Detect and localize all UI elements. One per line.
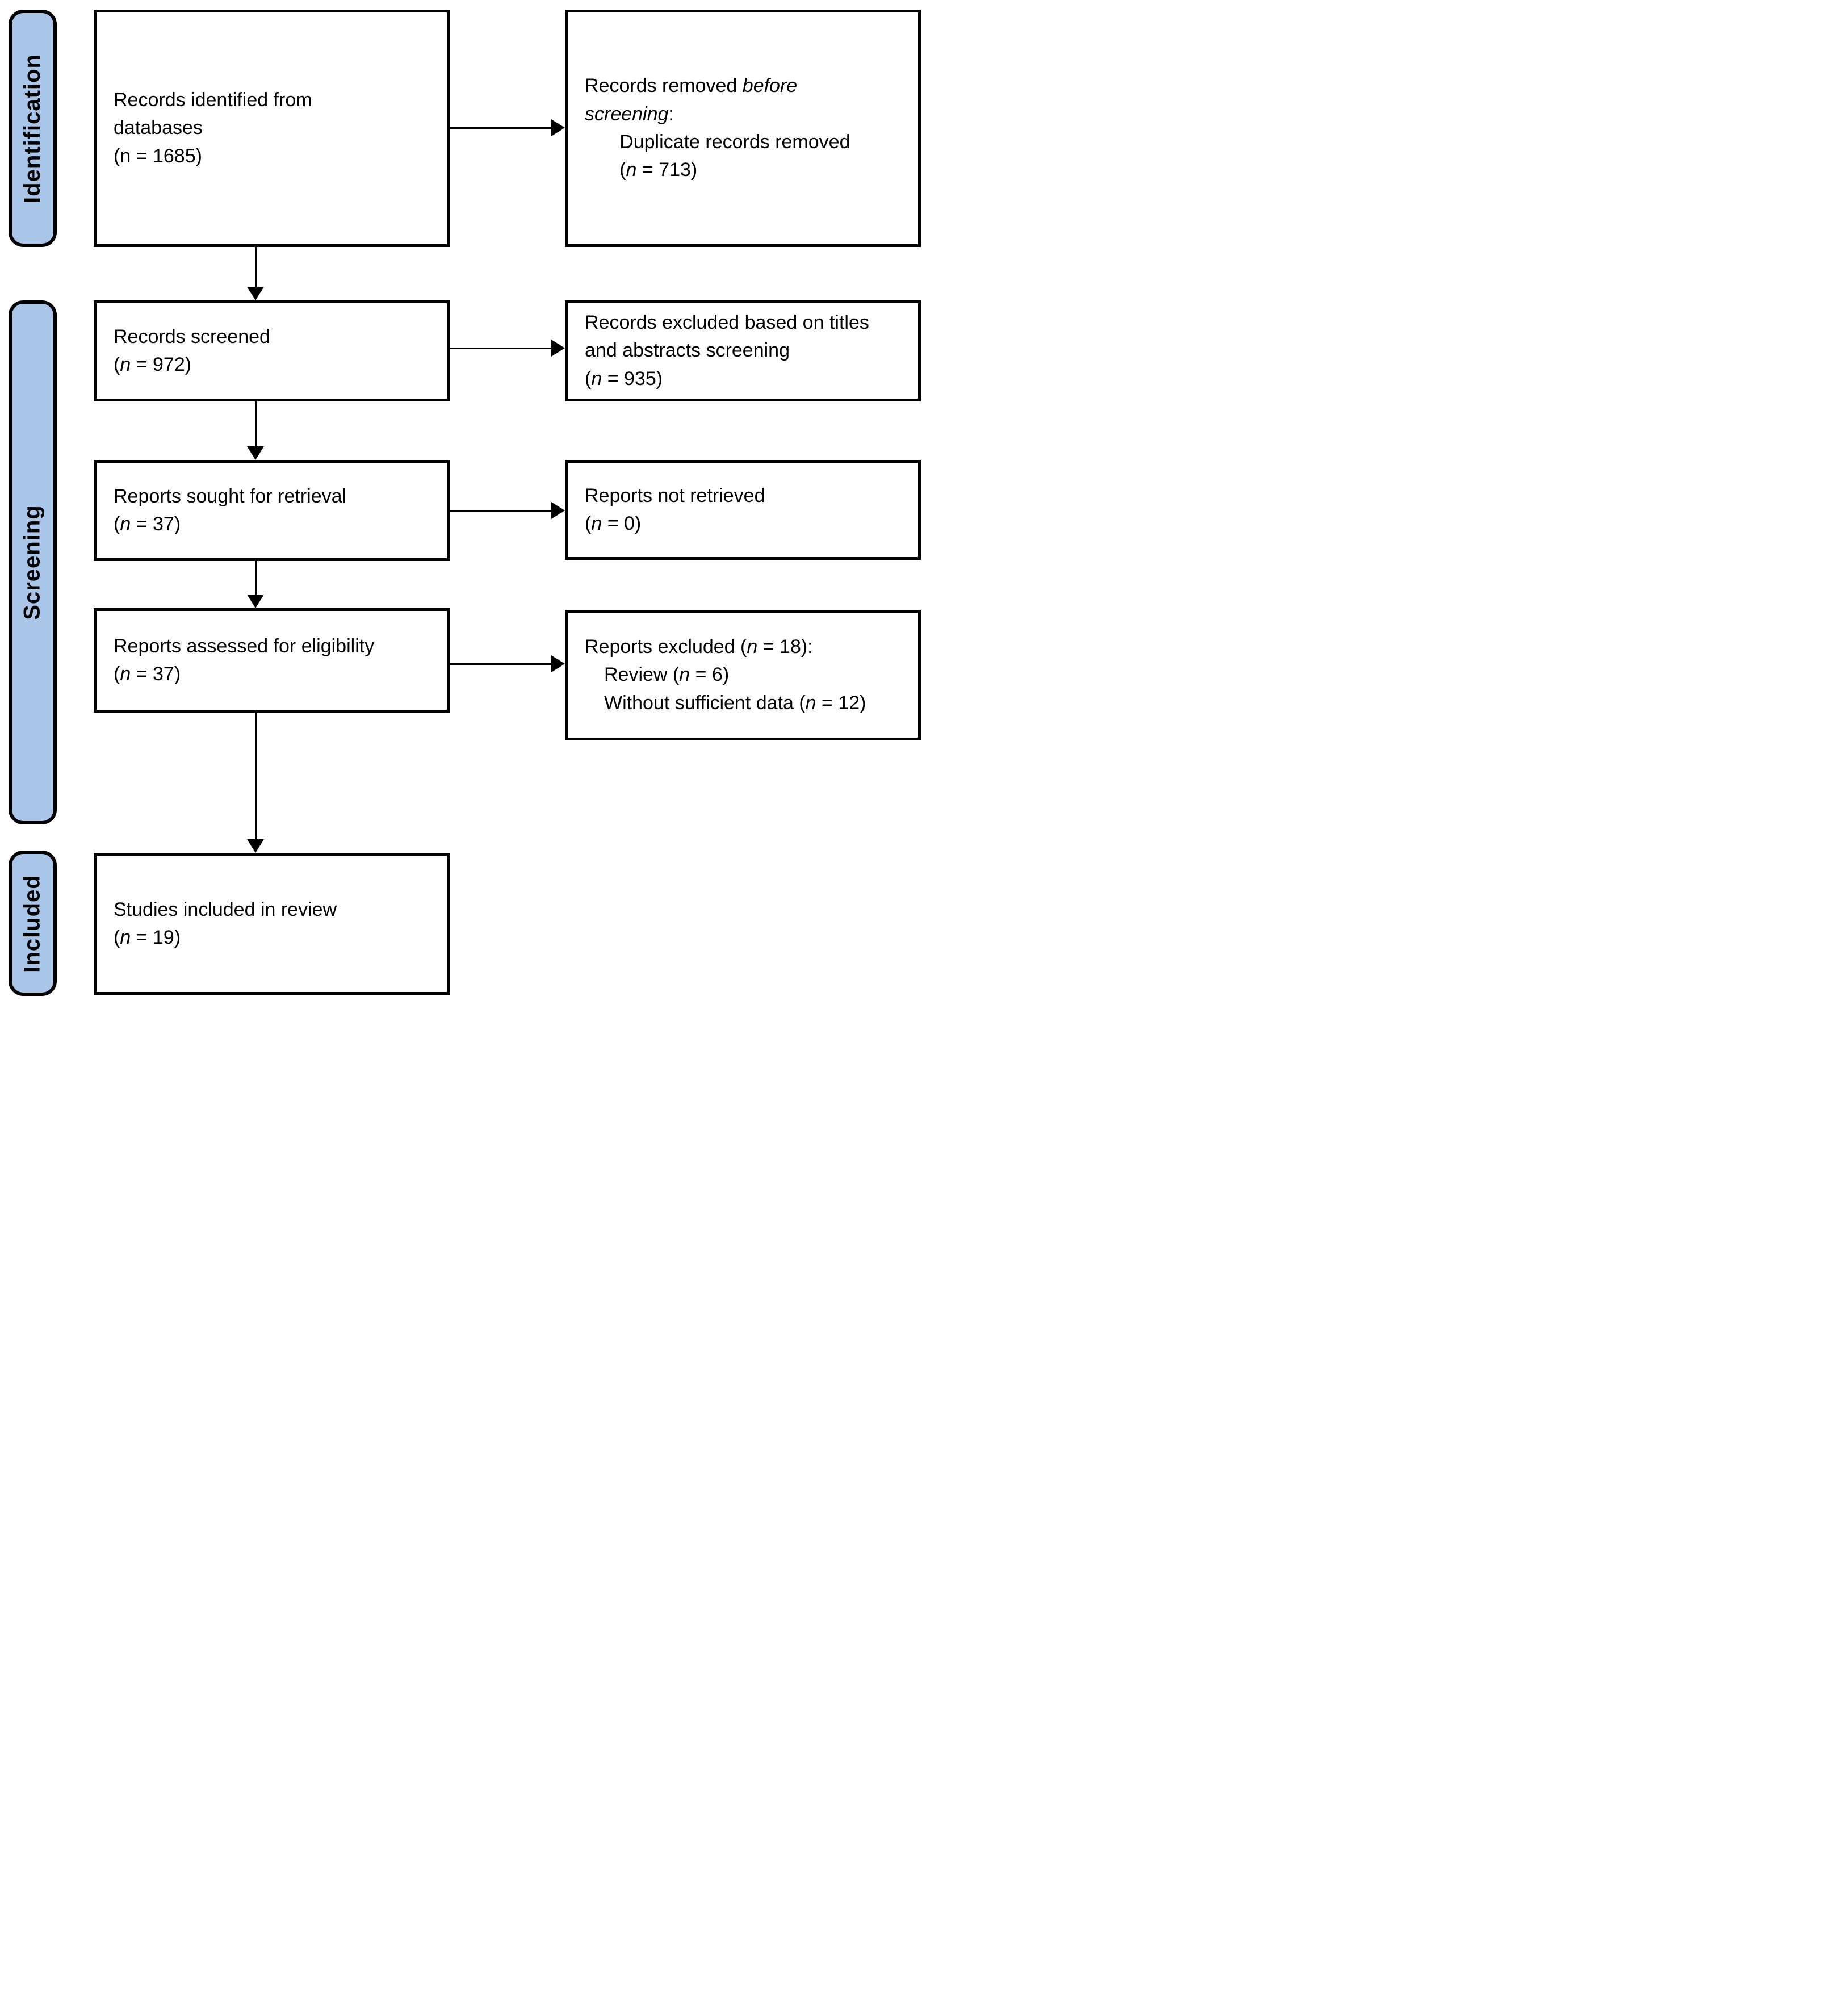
- arrow-line: [450, 127, 552, 129]
- arrow-line: [450, 510, 552, 512]
- stage-label-included-text: Included: [20, 874, 45, 973]
- prisma-flow-diagram: Identification Screening Included Record…: [0, 0, 924, 999]
- box-reports-excluded: Reports excluded (n = 18):Review (n = 6)…: [565, 610, 921, 740]
- arrow-right-icon: [551, 502, 565, 519]
- stage-label-screening: Screening: [9, 300, 57, 824]
- arrow-line: [255, 561, 257, 596]
- stage-label-identification: Identification: [9, 10, 57, 247]
- arrow-line: [255, 713, 257, 840]
- arrow-down-icon: [247, 446, 264, 460]
- stage-label-included: Included: [9, 851, 57, 996]
- arrow-line: [255, 247, 257, 288]
- box-reports-sought: Reports sought for retrieval(n = 37): [94, 460, 450, 561]
- stage-label-identification-text: Identification: [20, 53, 45, 203]
- box-reports-assessed: Reports assessed for eligibility(n = 37): [94, 608, 450, 713]
- arrow-right-icon: [551, 655, 565, 672]
- arrow-right-icon: [551, 119, 565, 136]
- arrow-line: [450, 663, 552, 665]
- box-studies-included: Studies included in review(n = 19): [94, 853, 450, 995]
- stage-label-screening-text: Screening: [20, 505, 45, 620]
- arrow-line: [255, 401, 257, 447]
- arrow-right-icon: [551, 340, 565, 357]
- arrow-down-icon: [247, 839, 264, 853]
- box-records-screened: Records screened(n = 972): [94, 300, 450, 401]
- arrow-down-icon: [247, 595, 264, 608]
- arrow-down-icon: [247, 287, 264, 300]
- box-reports-not-retrieved: Reports not retrieved(n = 0): [565, 460, 921, 560]
- arrow-line: [450, 348, 552, 349]
